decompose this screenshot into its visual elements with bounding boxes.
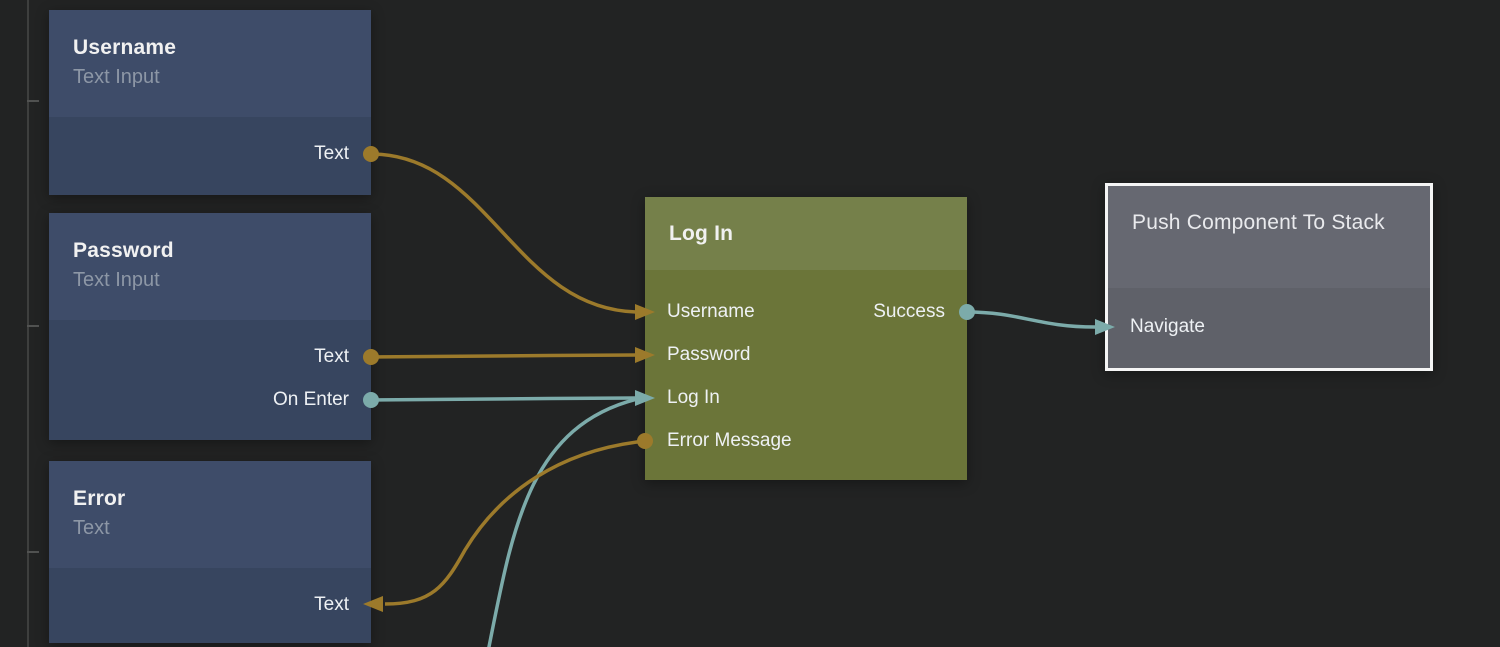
node-header: Username Text Input [49, 10, 371, 117]
node-header: Password Text Input [49, 213, 371, 320]
wire-offscreen-to-login-login[interactable] [478, 397, 638, 647]
wire-username-text-to-login-username[interactable] [363, 146, 655, 320]
port-login-success-output[interactable]: Success [873, 300, 945, 322]
node-error[interactable]: Error Text Text [49, 461, 371, 643]
node-subtitle: Text Input [73, 269, 160, 291]
node-username[interactable]: Username Text Input Text [49, 10, 371, 195]
port-label: Password [667, 343, 751, 365]
node-body: Text On Enter [49, 320, 371, 440]
node-title: Password [73, 239, 174, 262]
port-login-login-input[interactable]: Log In [645, 376, 967, 419]
port-label: Error Message [667, 429, 792, 451]
port-username-text-output[interactable]: Text [49, 132, 371, 175]
node-body: Navigate [1108, 288, 1430, 368]
node-body: Username Success Password Log In Error M… [645, 270, 967, 480]
guide-tick [27, 100, 39, 102]
port-navigate-input[interactable]: Navigate [1108, 305, 1430, 348]
port-label: Text [314, 593, 349, 615]
port-password-text-output[interactable]: Text [49, 335, 371, 378]
guide-tick [27, 325, 39, 327]
wire-success-to-navigate[interactable] [959, 304, 1115, 335]
port-label: Log In [667, 386, 720, 408]
node-body: Text [49, 568, 371, 643]
port-label: Navigate [1130, 315, 1205, 337]
canvas-guide-line [27, 0, 29, 647]
node-header: Push Component To Stack [1108, 186, 1430, 288]
node-header: Log In [645, 197, 967, 270]
port-label: Text [314, 142, 349, 164]
wire-error-message-to-error-text[interactable] [363, 433, 653, 612]
node-login[interactable]: Log In Username Success Password Log In … [645, 197, 967, 480]
port-label: Username [667, 300, 755, 322]
node-password[interactable]: Password Text Input Text On Enter [49, 213, 371, 440]
port-login-username-input[interactable]: Username Success [645, 290, 967, 333]
port-label: On Enter [272, 388, 349, 410]
wire-password-text-to-login-password[interactable] [363, 347, 655, 365]
node-subtitle: Text [73, 517, 110, 539]
port-error-text-input[interactable]: Text [49, 583, 371, 626]
node-title: Push Component To Stack [1132, 211, 1385, 234]
node-title: Log In [669, 222, 734, 245]
guide-tick [27, 551, 39, 553]
port-password-on-enter-output[interactable]: On Enter [49, 378, 371, 421]
node-title: Error [73, 487, 126, 510]
port-login-password-input[interactable]: Password [645, 333, 967, 376]
port-login-error-message-output[interactable]: Error Message [645, 419, 967, 462]
node-body: Text [49, 117, 371, 195]
node-title: Username [73, 36, 177, 59]
port-label: Text [314, 345, 349, 367]
node-header: Error Text [49, 461, 371, 568]
wire-on-enter-to-login-login[interactable] [363, 390, 655, 408]
node-subtitle: Text Input [73, 66, 160, 88]
node-push-component-to-stack[interactable]: Push Component To Stack Navigate [1105, 183, 1433, 371]
